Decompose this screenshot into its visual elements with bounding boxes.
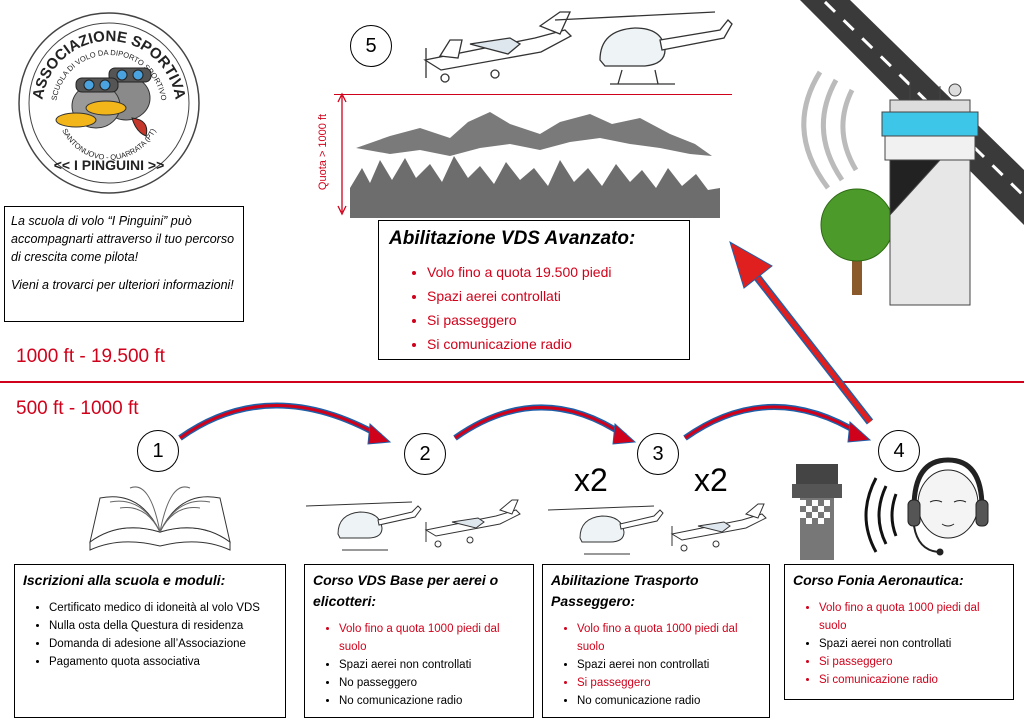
control-tower-icon bbox=[881, 80, 979, 306]
signal-waves-icon bbox=[864, 477, 898, 553]
upper-altitude-label: 1000 ft - 19.500 ft bbox=[16, 346, 165, 367]
card-passenger-list: Volo fino a quota 1000 piedi dal suoloSp… bbox=[551, 620, 761, 710]
radio-waves-icon bbox=[801, 70, 859, 190]
intro-box: La scuola di volo “I Pinguini” può accom… bbox=[4, 206, 244, 322]
multiplier-1: x2 bbox=[574, 462, 608, 498]
step-3-aircraft bbox=[544, 498, 770, 562]
card-radio-course: Corso Fonia Aeronautica: Volo fino a quo… bbox=[784, 564, 1014, 700]
step-4-tower-headset bbox=[790, 456, 1010, 564]
altitude-divider bbox=[0, 381, 1024, 383]
intro-paragraph-2: Vieni a trovarci per ulteriori informazi… bbox=[11, 278, 234, 292]
step-1-circle: 1 bbox=[137, 430, 179, 472]
card-item: Si comunicazione radio bbox=[819, 671, 1005, 689]
card-item: Spazi aerei non controllati bbox=[819, 635, 1005, 653]
card-item: No passeggero bbox=[339, 674, 525, 692]
multiplier-2: x2 bbox=[694, 462, 728, 498]
advanced-item: Spazi aerei controllati bbox=[427, 284, 679, 308]
advanced-item: Si comunicazione radio bbox=[427, 332, 679, 356]
advanced-title: Abilitazione VDS Avanzato: bbox=[389, 228, 636, 249]
card-item: No comunicazione radio bbox=[339, 692, 525, 710]
step-3-circle: 3 bbox=[637, 433, 679, 475]
card-item: Volo fino a quota 1000 piedi dal suolo bbox=[819, 599, 1005, 635]
card-enrollment-title: Iscrizioni alla scuola e moduli: bbox=[23, 572, 226, 588]
advanced-item: Si passeggero bbox=[427, 308, 679, 332]
card-passenger: Abilitazione Trasporto Passeggero: Volo … bbox=[542, 564, 770, 718]
card-item: Si passeggero bbox=[577, 674, 761, 692]
card-item: Pagamento quota associativa bbox=[49, 653, 277, 671]
open-book-icon bbox=[80, 470, 240, 560]
card-radio-course-list: Volo fino a quota 1000 piedi dal suoloSp… bbox=[793, 599, 1005, 689]
card-enrollment: Iscrizioni alla scuola e moduli: Certifi… bbox=[14, 564, 286, 718]
progress-arrow bbox=[720, 236, 890, 436]
airplane-icon bbox=[423, 11, 573, 83]
card-item: Volo fino a quota 1000 piedi dal suolo bbox=[577, 620, 761, 656]
step-5-circle: 5 bbox=[350, 25, 392, 67]
helicopter-icon bbox=[305, 501, 422, 551]
mountain-landscape bbox=[350, 108, 720, 218]
intro-paragraph-1: La scuola di volo “I Pinguini” può accom… bbox=[11, 214, 235, 264]
card-enrollment-list: Certificato medico di idoneità al volo V… bbox=[23, 599, 277, 671]
card-radio-course-title: Corso Fonia Aeronautica: bbox=[793, 572, 964, 588]
logo-name: << I PINGUINI >> bbox=[54, 157, 165, 173]
card-item: Volo fino a quota 1000 piedi dal suolo bbox=[339, 620, 525, 656]
lower-altitude-label: 500 ft - 1000 ft bbox=[16, 398, 139, 419]
card-basic-course-list: Volo fino a quota 1000 piedi dal suoloSp… bbox=[313, 620, 525, 710]
card-item: Nulla osta della Questura di residenza bbox=[49, 617, 277, 635]
card-item: Si passeggero bbox=[819, 653, 1005, 671]
card-item: No comunicazione radio bbox=[577, 692, 761, 710]
advanced-item: Volo fino a quota 19.500 piedi bbox=[427, 260, 679, 284]
card-item: Spazi aerei non controllati bbox=[577, 656, 761, 674]
airport-scene bbox=[790, 0, 1024, 310]
helicopter-icon bbox=[554, 11, 733, 85]
card-passenger-title: Abilitazione Trasporto Passeggero: bbox=[551, 572, 699, 609]
association-logo: ASSOCIAZIONE SPORTIVA SCUOLA DI VOLO DA … bbox=[14, 8, 204, 198]
pilot-headset-icon bbox=[907, 457, 989, 556]
step-2-aircraft bbox=[302, 490, 524, 560]
advanced-license-box: Abilitazione VDS Avanzato: Volo fino a q… bbox=[378, 220, 690, 360]
quota-bracket bbox=[336, 92, 348, 216]
penguin-mascot-icon bbox=[55, 67, 152, 137]
card-basic-course: Corso VDS Base per aerei o elicotteri: V… bbox=[304, 564, 534, 718]
top-aircraft-scene bbox=[300, 0, 740, 96]
advanced-list: Volo fino a quota 19.500 piediSpazi aere… bbox=[389, 260, 679, 356]
card-item: Spazi aerei non controllati bbox=[339, 656, 525, 674]
card-item: Domanda di adesione all’Associazione bbox=[49, 635, 277, 653]
step-4-circle: 4 bbox=[878, 430, 920, 472]
horizon-line bbox=[334, 94, 732, 95]
airplane-icon bbox=[670, 503, 767, 552]
step-2-circle: 2 bbox=[404, 433, 446, 475]
card-item: Certificato medico di idoneità al volo V… bbox=[49, 599, 277, 617]
quota-label: Quota > 1000 ft bbox=[317, 113, 329, 191]
checkered-tower-icon bbox=[792, 464, 842, 560]
helicopter-icon bbox=[547, 505, 664, 555]
curved-arrows bbox=[170, 386, 872, 446]
card-basic-course-title: Corso VDS Base per aerei o elicotteri: bbox=[313, 572, 499, 609]
airplane-icon bbox=[424, 499, 521, 548]
